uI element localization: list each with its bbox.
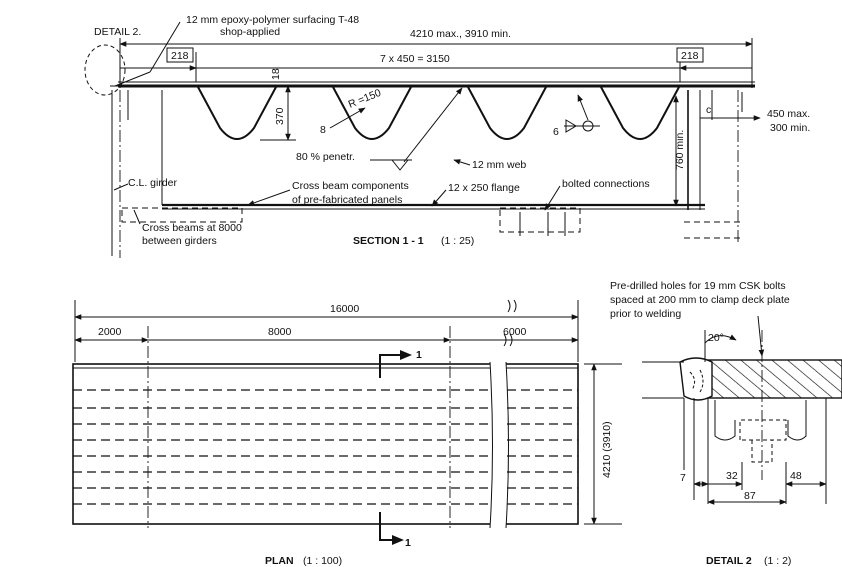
dim-7-label: 7 [680,472,686,484]
surfacing-leader [114,71,151,87]
surfacing-note: 12 mm epoxy-polymer surfacing T-48 [186,14,359,26]
cut-marker-label: 1 [416,349,422,361]
section-1-1-view: DETAIL 2. 12 mm epoxy-polymer surfacing … [84,14,810,258]
detail-scale: (1 : 2) [764,555,791,567]
bolted-splice [499,207,581,233]
overhang-min-label: 300 min. [770,122,810,134]
cut-marker-label: 1 [405,537,411,549]
break-gap [490,360,506,528]
bolt-head [739,419,787,441]
plan-outline [72,363,579,525]
holes-note: prior to welding [610,308,681,320]
segment-right-label: 6000 [503,326,527,338]
weld-symbol [565,119,577,133]
surfacing-note: shop-applied [220,26,280,38]
web-label: 12 mm web [472,159,526,171]
break-line [489,361,509,529]
holes-note: spaced at 200 mm to clamp deck plate [610,294,790,306]
edge-dimension-box [166,47,194,63]
trough-rib [197,86,277,140]
section-cut-arrow [392,535,404,545]
holes-note-leader [757,315,765,357]
segment-left-label: 2000 [98,326,122,338]
section-cut-marker-top [379,354,408,378]
rib-spacing-label: 7 x 450 = 3150 [380,53,450,65]
plan-width-label: 4210 (3910) [601,421,613,478]
edge-right-label: 218 [681,50,699,62]
detail-2-callout-circle [84,44,126,96]
girder-depth-label: 760 min. [674,130,686,170]
weld-bead [679,357,713,401]
plan-title: PLAN [265,555,294,567]
dim-48-label: 48 [790,470,802,482]
weld-penetration [689,369,704,393]
weld-symbol [391,159,409,171]
clamp-outline [714,400,736,441]
cross-beam-leader [247,189,291,206]
segment-mid-label: 8000 [268,326,292,338]
weld-leader [577,94,589,121]
bolted-leader [544,185,561,211]
penetration-label: 80 % penetr. [296,151,355,163]
bolt-shank [751,440,773,463]
surfacing-leader [149,21,181,73]
cl-girder-leader [113,183,129,191]
rib-radius-label: R =150 [347,87,383,111]
cl-girder-label: C.L. girder [128,177,178,189]
girder-bottom-flange [684,221,744,239]
flange-leader [431,189,447,207]
section-title: SECTION 1 - 1 [353,235,424,247]
detail-2-view: Pre-drilled holes for 19 mm CSK bolts sp… [610,280,842,567]
overhang-max-label: 450 max. [767,108,810,120]
cross-beams-at-leader [133,209,141,225]
total-length-label: 16000 [330,303,359,315]
c-label: c [706,104,711,116]
edge-left-label: 218 [171,50,189,62]
trough-rib [600,86,680,140]
holes-note: Pre-drilled holes for 19 mm CSK bolts [610,280,786,292]
web-leader [453,159,471,166]
section-scale: (1 : 25) [441,235,474,247]
edge-dimension-box [676,47,704,63]
plan-view: 16000 2000 8000 6000 1 1 4210 (3910) PLA… [72,299,622,567]
flange-label: 12 x 250 flange [448,182,520,194]
angle-label: 20° [708,332,724,344]
trough-rib [467,86,547,140]
dim-32-label: 32 [726,470,738,482]
clamp-outline [787,400,807,441]
section-cut-marker-bottom [379,512,398,541]
deck-plate-section [707,359,842,399]
section-cut-arrow [400,350,412,360]
rib-top-label: 18 [270,68,282,80]
plan-scale: (1 : 100) [303,555,342,567]
weld-size-label: 6 [553,126,559,138]
cross-beam-label: of pre-fabricated panels [292,194,402,206]
rib-depth-label: 370 [274,107,286,125]
break-symbol [503,333,513,347]
cross-beam-support-left [121,207,243,223]
dim-87-label: 87 [744,490,756,502]
cross-beams-at-label: between girders [142,235,217,247]
bolted-label: bolted connections [562,178,650,190]
radius-leader [329,107,366,129]
weld-all-around-icon [582,120,594,132]
trough-rib [332,86,412,140]
break-symbol [507,299,517,313]
penetration-leader [403,87,463,163]
cross-beam-label: Cross beam components [292,180,409,192]
detail-title: DETAIL 2 [706,555,752,567]
angle-arc [704,334,737,344]
detail-2-label: DETAIL 2. [94,26,141,38]
cross-beams-at-label: Cross beams at 8000 [142,222,242,234]
rib-thickness-label: 8 [320,124,326,136]
overall-width-label: 4210 max., 3910 min. [410,28,511,40]
